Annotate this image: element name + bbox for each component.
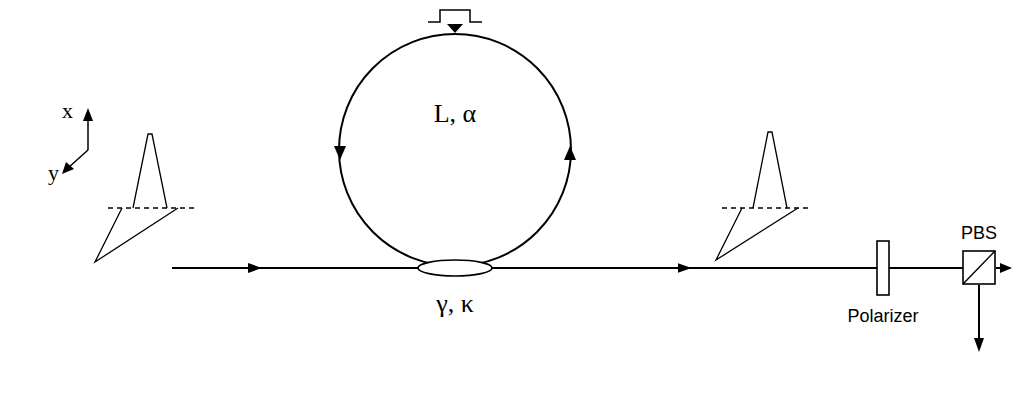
pump-arrow (447, 24, 463, 33)
y-axis (68, 150, 88, 168)
pbs-label: PBS (961, 223, 997, 244)
axes (68, 118, 88, 168)
coupler-label: γ, κ (436, 289, 474, 319)
pbs-outline (962, 250, 996, 285)
input-waveguide (172, 267, 418, 269)
polarizer-outline (876, 240, 890, 296)
axis-label: y (48, 160, 59, 185)
ring-resonator: L, α (338, 33, 572, 267)
output-pulse (716, 132, 812, 260)
input-pulse (95, 134, 195, 262)
polarizer-label: Polarizer (847, 306, 918, 327)
polarizer-shape (877, 241, 889, 295)
x-axis-head (83, 108, 93, 121)
ring-resonator-shape (339, 34, 571, 266)
y-axis-head (62, 162, 74, 174)
pbs-diagonal (963, 251, 995, 284)
waveguide (492, 267, 877, 269)
ring-resonator-label: L, α (434, 99, 477, 129)
pbs-output-down (978, 285, 980, 340)
input-arrow (248, 263, 262, 273)
pump-symbol (428, 10, 482, 22)
coupler-shape (418, 260, 492, 276)
pbs-shape (963, 251, 995, 284)
x-axis (87, 118, 89, 150)
pbs: PBS (962, 250, 996, 285)
axis-label: x (62, 98, 73, 123)
coupler: γ, κ (417, 259, 493, 277)
coupler-outline (417, 259, 493, 277)
waveguide (889, 267, 963, 269)
pbs-output-right-head (1000, 263, 1012, 273)
pbs-output-down-head (974, 338, 984, 352)
polarizer: Polarizer (876, 240, 890, 296)
ring-resonator-outline (338, 33, 572, 267)
